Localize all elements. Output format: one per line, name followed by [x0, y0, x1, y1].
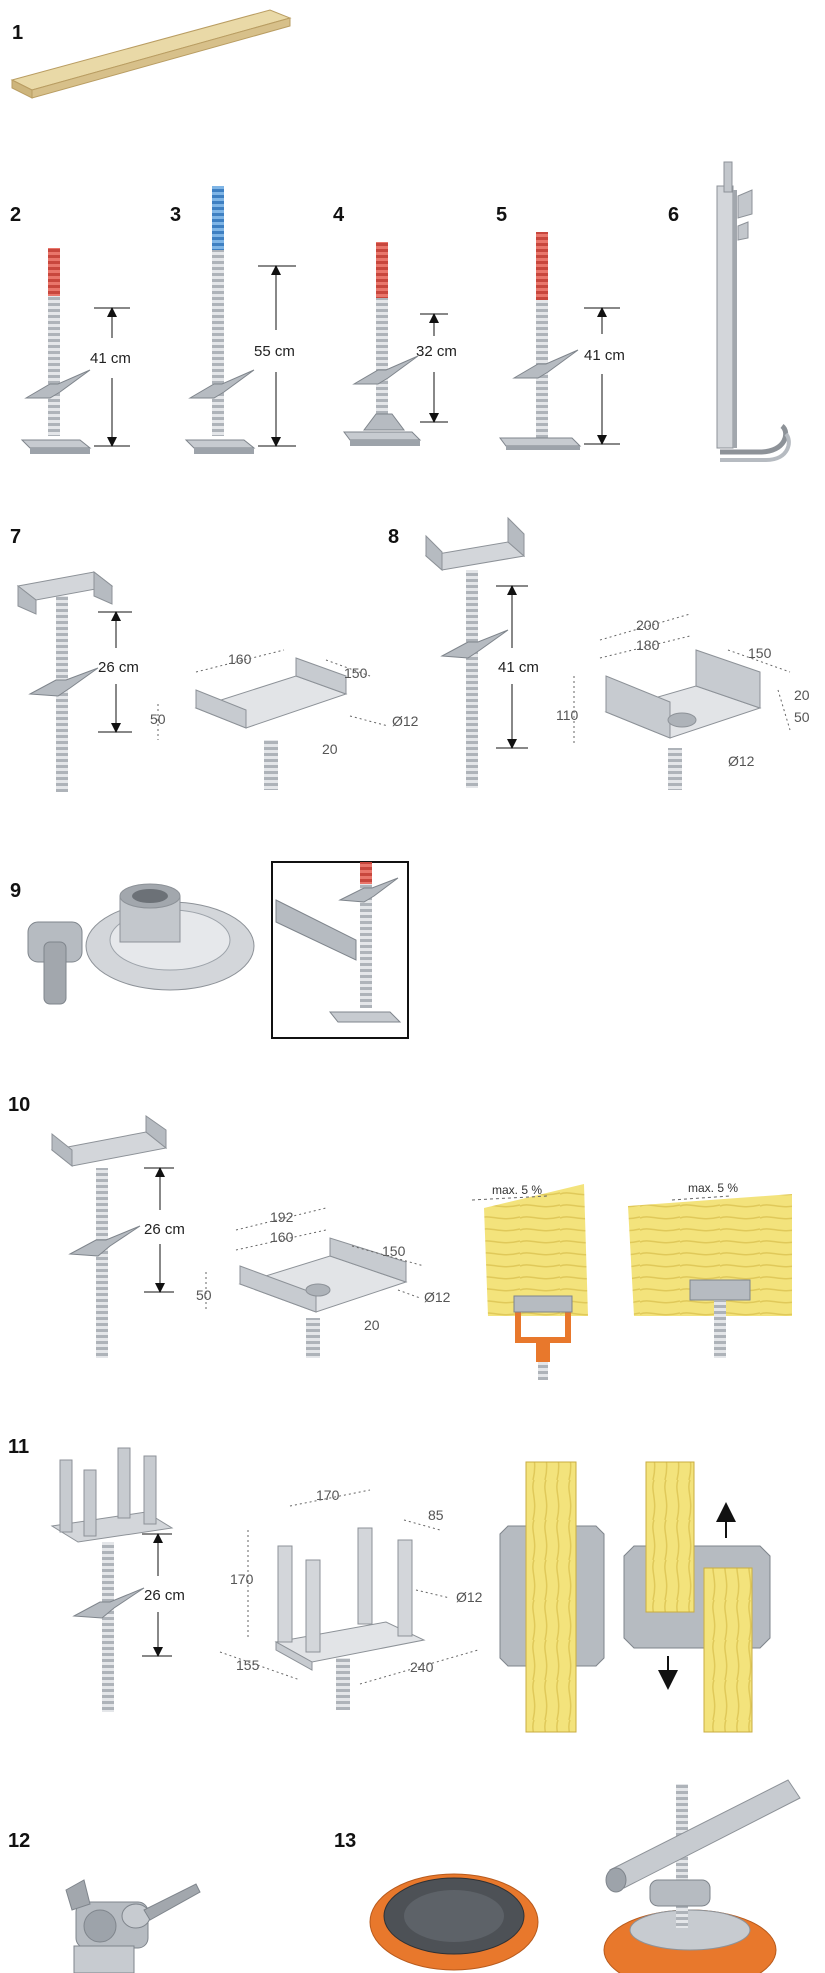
drawing-dim-item-10-e: 20	[364, 1317, 380, 1333]
drawing-dim-item-8-f: 50	[794, 709, 810, 725]
tilt-diagram-item-10-b: max. 5 %	[628, 1181, 792, 1358]
dimension-item-8: 41 cm	[496, 585, 539, 749]
swivel-base-jack-item-4	[343, 242, 422, 446]
drawing-dim-item-8-hole: Ø12	[728, 753, 755, 769]
item-number-10: 10	[8, 1094, 31, 1116]
drawing-dim-item-11-e: 240	[410, 1659, 434, 1675]
technical-drawing-item-10: 192 160 150 50 20 Ø12	[196, 1207, 451, 1358]
item-number-2: 2	[10, 204, 22, 226]
technical-drawing-item-8: 200 180 150 110 20 50 Ø12	[556, 613, 810, 790]
drawing-dim-item-7-a: 160	[228, 651, 252, 667]
drawing-dim-item-8-c: 150	[748, 645, 772, 661]
item-number-4: 4	[333, 204, 345, 226]
coupler-item-12	[65, 1879, 201, 1973]
tilt-label-item-10-a: max. 5 %	[492, 1183, 542, 1197]
inset-photo-item-9	[271, 861, 409, 1039]
dimension-label-item-3: 55 cm	[254, 343, 295, 360]
drawing-dim-item-7-b: 150	[344, 665, 368, 681]
dimension-label-item-7: 26 cm	[98, 659, 139, 676]
tilt-diagram-item-10-a: max. 5 %	[471, 1183, 588, 1380]
item-number-1: 1	[12, 22, 24, 44]
drawing-dim-item-11-d: 155	[236, 1657, 260, 1673]
item-number-13: 13	[334, 1830, 357, 1852]
drawing-dim-item-10-b: 160	[270, 1229, 294, 1245]
dimension-label-item-11: 26 cm	[144, 1587, 185, 1604]
drawing-dim-item-11-a: 170	[316, 1487, 340, 1503]
item-number-9: 9	[10, 880, 22, 902]
drawing-dim-item-10-d: 50	[196, 1287, 212, 1303]
dimension-item-10: 26 cm	[144, 1167, 185, 1293]
technical-drawing-item-7: 160 150 50 20 Ø12	[150, 649, 419, 790]
item-number-8: 8	[388, 526, 400, 548]
item-number-12: 12	[8, 1830, 31, 1852]
drawing-dim-item-7-d: 20	[322, 741, 338, 757]
item-number-5: 5	[496, 204, 508, 226]
drawing-dim-item-11-c: 170	[230, 1571, 254, 1587]
dimension-item-5: 41 cm	[584, 307, 625, 445]
tilt-label-item-10-b: max. 5 %	[688, 1181, 738, 1195]
drawing-dim-item-8-e: 20	[794, 687, 810, 703]
dimension-item-11: 26 cm	[142, 1533, 185, 1657]
base-jack-item-5	[499, 232, 582, 450]
base-jack-item-3	[184, 186, 256, 454]
technical-drawing-item-11: 170 85 170 155 240 Ø12	[219, 1487, 483, 1710]
drawing-dim-item-10-hole: Ø12	[424, 1289, 451, 1305]
dimension-label-item-8: 41 cm	[498, 659, 539, 676]
item-number-3: 3	[170, 204, 182, 226]
item-number-11: 11	[8, 1436, 30, 1458]
drawing-dim-item-8-a: 200	[636, 617, 660, 633]
wooden-plank-illustration	[10, 9, 292, 99]
item-number-6: 6	[668, 204, 680, 226]
dimension-item-4: 32 cm	[416, 313, 457, 423]
base-jack-item-2	[20, 248, 92, 454]
dimension-label-item-10: 26 cm	[144, 1221, 185, 1238]
dimension-item-7: 26 cm	[98, 611, 139, 733]
head-jack-item-10	[50, 1115, 168, 1358]
base-plate-with-tube-item-13	[603, 1779, 801, 1973]
orange-base-plate-item-13	[369, 1873, 539, 1971]
dimension-label-item-2: 41 cm	[90, 350, 131, 367]
base-collar-item-9	[27, 883, 255, 1005]
drawing-dim-item-8-d: 110	[556, 707, 579, 723]
usage-diagram-item-11-b	[623, 1461, 771, 1733]
item-number-7: 7	[10, 526, 22, 548]
drawing-dim-item-8-b: 180	[636, 637, 660, 653]
dimension-item-2: 41 cm	[90, 307, 131, 447]
fork-head-item-7	[16, 570, 114, 792]
dimension-item-3: 55 cm	[254, 265, 296, 447]
drawing-dim-item-11-hole: Ø12	[456, 1589, 483, 1605]
cross-head-item-11	[50, 1447, 174, 1712]
dimension-label-item-5: 41 cm	[584, 347, 625, 364]
drawing-dim-item-11-b: 85	[428, 1507, 444, 1523]
u-head-item-8	[424, 516, 526, 788]
dimension-label-item-4: 32 cm	[416, 343, 457, 360]
drawing-dim-item-7-hole: Ø12	[392, 713, 419, 729]
drawing-dim-item-10-c: 150	[382, 1243, 406, 1259]
drawing-dim-item-10-a: 192	[270, 1209, 294, 1225]
bracket-item-6	[716, 161, 791, 462]
usage-diagram-item-11-a	[499, 1461, 605, 1733]
